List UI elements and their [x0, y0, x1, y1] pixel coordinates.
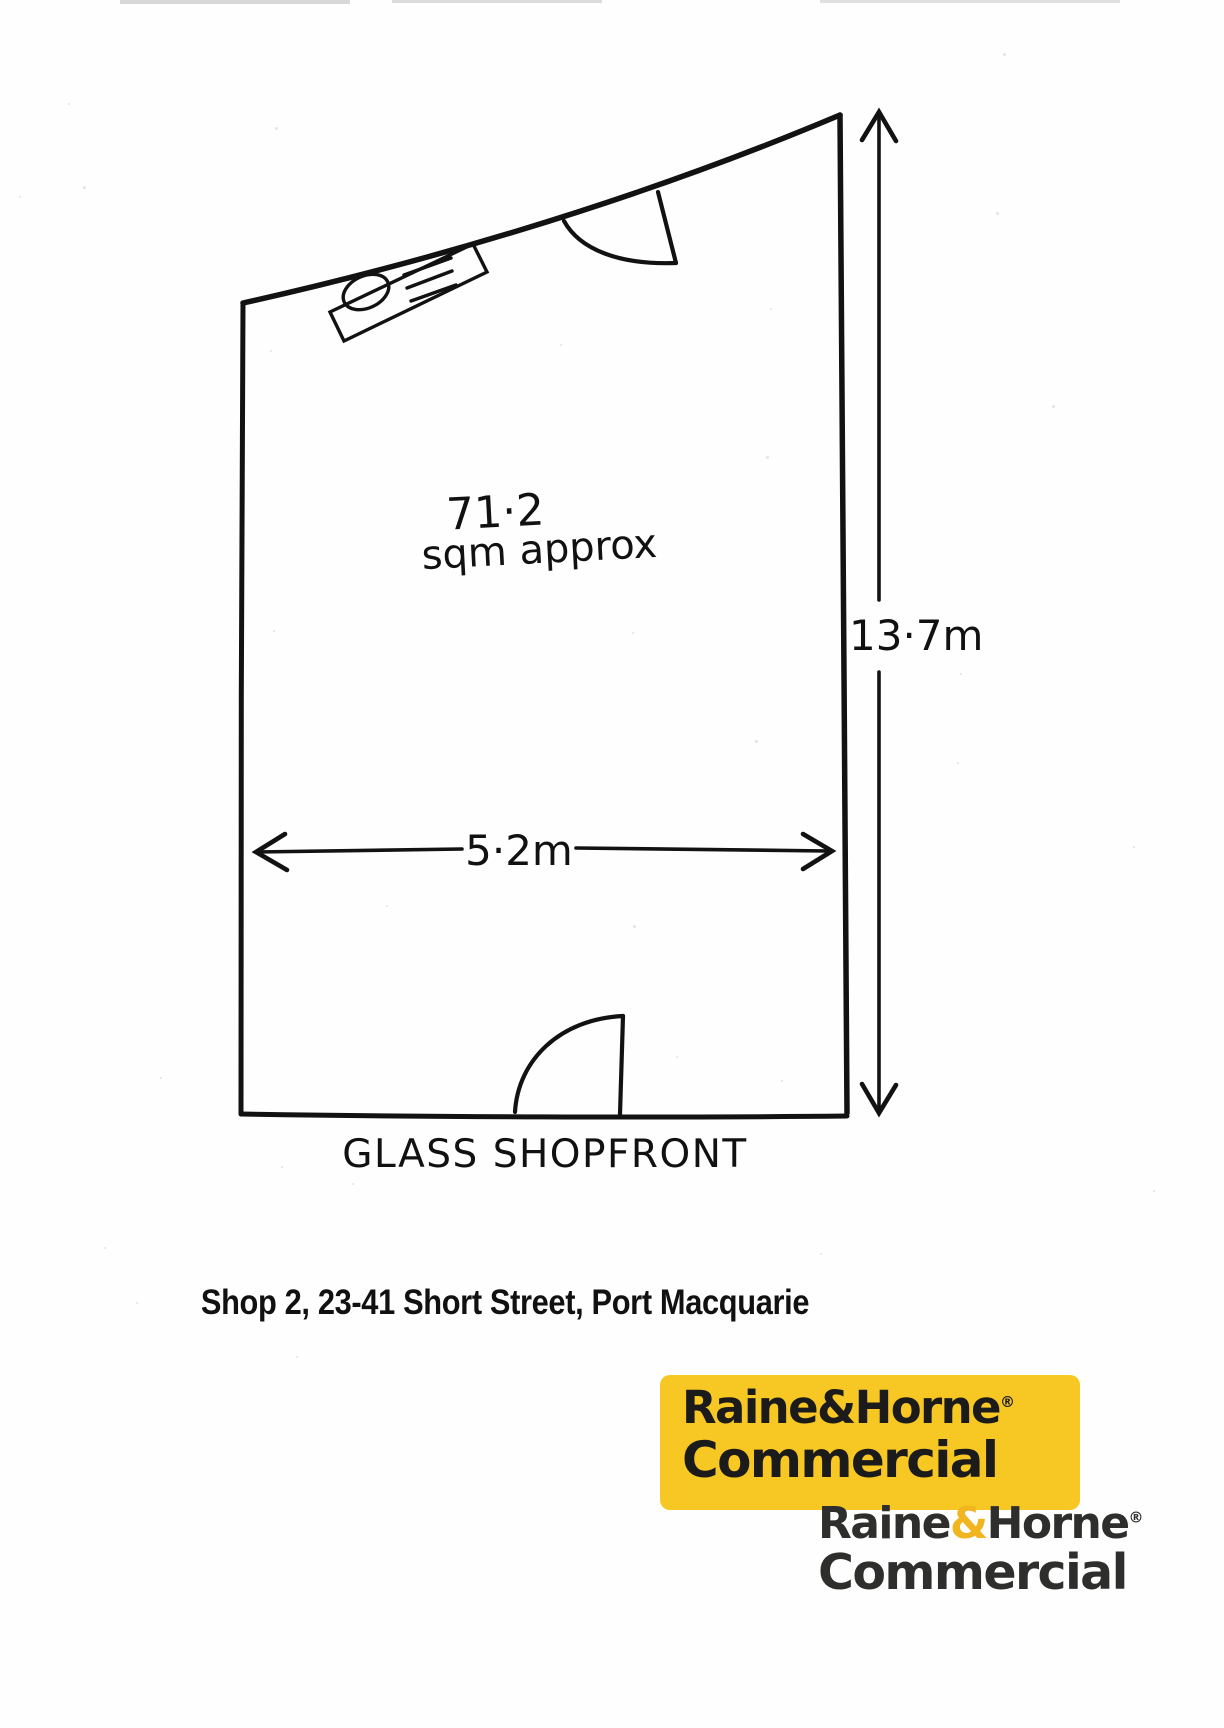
shopfront-label: GLASS SHOPFRONT: [342, 1132, 747, 1177]
front-door-swing-icon: [512, 1013, 626, 1117]
depth-dimension-label: 13·7m: [849, 611, 983, 660]
registered-trademark-icon-secondary: ®: [1128, 1508, 1144, 1527]
ampersand-icon: &: [949, 1498, 988, 1549]
logo-division-line: Commercial: [682, 1431, 999, 1489]
sink-fixture-icon: [327, 241, 490, 344]
floor-plan-drawing: 71·2 sqm approx 5·2m 13·7m: [120, 0, 1120, 1177]
scan-edge-artifact: [120, 0, 1120, 4]
logo-brand-line: Raine&Horne®: [682, 1381, 1015, 1434]
raine-horne-commercial-logo-secondary[interactable]: Raine&Horne® Commercial: [818, 1498, 1224, 1618]
secondary-logo-brand-line: Raine&Horne®: [818, 1498, 1144, 1549]
rear-door-swing-icon: [561, 189, 679, 266]
area-annotation: 71·2 sqm approx: [420, 484, 658, 579]
secondary-logo-division-line: Commercial: [818, 1544, 1128, 1601]
depth-dimension: [859, 107, 899, 1118]
raine-horne-commercial-logo[interactable]: Raine&Horne® Commercial: [660, 1375, 1080, 1510]
logo-brand-text: Raine&Horne: [682, 1381, 1002, 1434]
width-dimension: [251, 831, 837, 873]
registered-trademark-icon: ®: [999, 1393, 1015, 1411]
secondary-logo-horne: Horne: [986, 1498, 1131, 1549]
shop-outline: [238, 112, 850, 1120]
width-dimension-label: 5·2m: [465, 826, 573, 875]
page-title: Shop 2, 23-41 Short Street, Port Macquar…: [200, 1283, 810, 1322]
area-value-text: 71·2: [445, 484, 546, 540]
secondary-logo-raine: Raine: [818, 1498, 951, 1549]
